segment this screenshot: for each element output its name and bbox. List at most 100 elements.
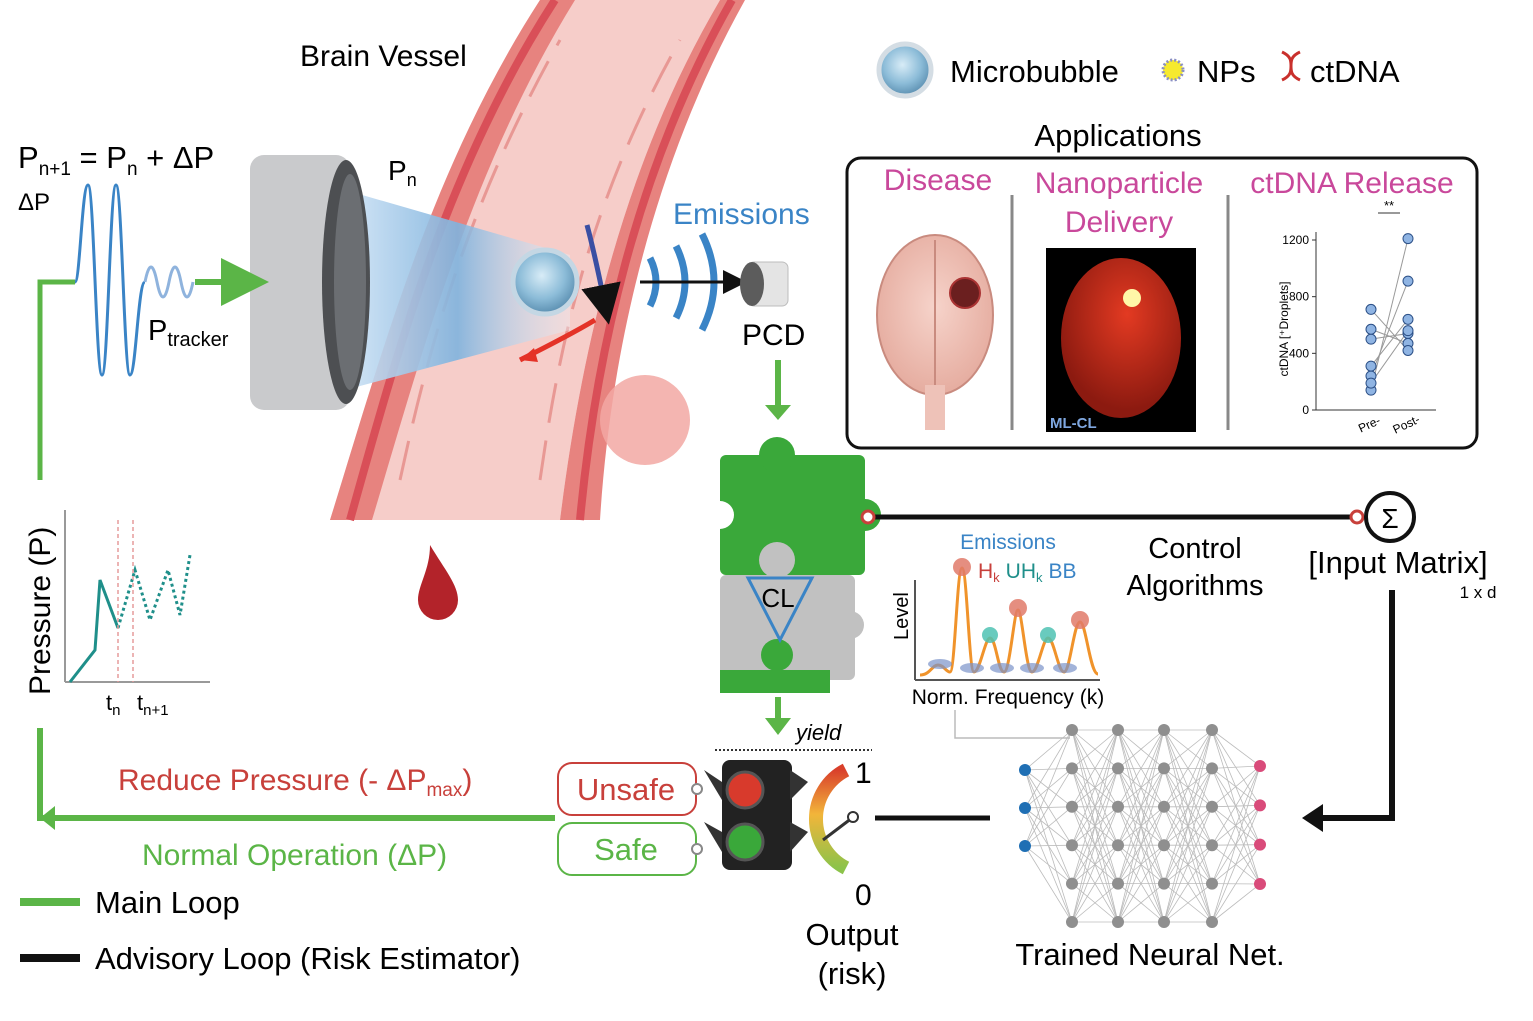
risk-one: 1 bbox=[855, 757, 872, 790]
pre-point bbox=[1365, 377, 1377, 389]
traffic-light bbox=[704, 693, 876, 870]
y-tick-label: 800 bbox=[1289, 290, 1309, 304]
legend-main-loop: Main Loop bbox=[95, 885, 240, 920]
ultrasound-transducer bbox=[250, 155, 570, 410]
post-point bbox=[1402, 325, 1414, 337]
mri-tag: ML-CL bbox=[1050, 415, 1097, 432]
spectrum-ylabel: Level bbox=[891, 592, 913, 640]
nn-hidden-node bbox=[1066, 800, 1078, 813]
nn-edge bbox=[1071, 844, 1119, 923]
nn-edge bbox=[1211, 765, 1261, 769]
np-delivery-line2: Delivery bbox=[1065, 206, 1173, 239]
nn-hidden-node bbox=[1112, 877, 1124, 890]
pair-line bbox=[1370, 328, 1409, 344]
nn-hidden-node bbox=[1206, 916, 1218, 928]
control-line2: Algorithms bbox=[1127, 570, 1264, 602]
cl-label: CL bbox=[761, 583, 794, 613]
post-point bbox=[1402, 233, 1414, 245]
pressure-axis-label: Pressure (P) bbox=[24, 527, 57, 695]
nn-edge bbox=[1163, 729, 1213, 884]
nn-hidden-node bbox=[1066, 877, 1078, 890]
blue-flow-arrow bbox=[581, 224, 621, 325]
y-tick-label: 400 bbox=[1289, 346, 1309, 360]
sigma-node bbox=[1364, 491, 1416, 543]
nn-edge bbox=[1024, 844, 1073, 847]
nn-edge bbox=[1071, 729, 1119, 769]
nn-hidden-node bbox=[1112, 800, 1124, 813]
nn-edge bbox=[1211, 768, 1261, 845]
emissions-label: Emissions bbox=[673, 198, 810, 231]
post-point bbox=[1402, 345, 1414, 356]
nn-output-node bbox=[1254, 799, 1266, 812]
y-tick-label: 1200 bbox=[1282, 233, 1309, 247]
nn-edge bbox=[1211, 765, 1261, 846]
reduce-pressure-label: Reduce Pressure (- ΔPmax) bbox=[118, 764, 472, 801]
nn-hidden-node bbox=[1206, 762, 1218, 775]
nn-edge bbox=[1211, 844, 1261, 923]
nn-input-node bbox=[1019, 802, 1031, 814]
nn-hidden-node bbox=[1066, 724, 1078, 736]
nn-edge bbox=[1211, 883, 1261, 923]
nn-hidden-node bbox=[1112, 724, 1124, 736]
nn-edge bbox=[1211, 729, 1261, 767]
nn-hidden-node bbox=[1206, 724, 1218, 736]
nn-hidden-node bbox=[1158, 916, 1170, 928]
input-matrix-dims: 1 x d bbox=[1460, 583, 1497, 602]
y-tick-label: 0 bbox=[1302, 403, 1309, 417]
risk-line2: (risk) bbox=[818, 956, 887, 991]
nn-hidden-node bbox=[1206, 877, 1218, 890]
normal-operation-label: Normal Operation (ΔP) bbox=[142, 839, 447, 872]
legend-microbubble: Microbubble bbox=[950, 54, 1119, 89]
nn-hidden-node bbox=[1066, 839, 1078, 852]
nn-edge bbox=[1117, 806, 1165, 923]
pre-point bbox=[1365, 323, 1377, 335]
nn-hidden-node bbox=[1112, 762, 1124, 775]
nn-edge bbox=[1071, 729, 1119, 846]
brain-illustration bbox=[876, 234, 994, 430]
post-point bbox=[1402, 275, 1414, 287]
pressure-time-plot bbox=[64, 510, 210, 683]
nn-edge bbox=[1024, 768, 1073, 847]
risk-zero: 0 bbox=[855, 879, 872, 912]
nn-edge bbox=[1024, 729, 1073, 771]
legend-ctdna-icon bbox=[1281, 50, 1301, 82]
nn-edge bbox=[1211, 806, 1261, 885]
nn-edge bbox=[1071, 883, 1119, 923]
nn-edge bbox=[1117, 883, 1165, 923]
nn-input-node bbox=[1019, 764, 1031, 776]
nn-hidden-node bbox=[1158, 877, 1170, 890]
nn-edge bbox=[1163, 729, 1213, 769]
tumor-cluster bbox=[600, 375, 690, 465]
input-matrix-label: [Input Matrix] bbox=[1308, 545, 1487, 580]
nn-edge bbox=[1071, 729, 1119, 884]
nn-edge bbox=[1024, 806, 1073, 847]
nn-edge bbox=[1163, 883, 1213, 923]
nn-edge bbox=[1163, 729, 1213, 846]
blood-drop-icon bbox=[418, 545, 458, 620]
unsafe-label: Unsafe bbox=[577, 772, 675, 807]
nn-edge bbox=[1163, 729, 1213, 923]
nn-edge bbox=[1024, 845, 1073, 923]
nn-hidden-node bbox=[1158, 762, 1170, 775]
control-line1: Control bbox=[1148, 533, 1242, 565]
nn-edge bbox=[1117, 729, 1165, 769]
nn-edge bbox=[1071, 729, 1119, 923]
legend-advisory-loop: Advisory Loop (Risk Estimator) bbox=[95, 941, 521, 976]
nn-hidden-node bbox=[1158, 724, 1170, 736]
y-axis-label: ctDNA [⁺Droplets] bbox=[1277, 281, 1291, 376]
nn-edge bbox=[1024, 845, 1073, 884]
nn-label: Trained Neural Net. bbox=[1015, 937, 1284, 972]
np-delivery-line1: Nanoparticle bbox=[1035, 167, 1203, 200]
microbubble bbox=[510, 247, 580, 317]
nn-hidden-node bbox=[1066, 916, 1078, 928]
ctdna-release-label: ctDNA Release bbox=[1250, 167, 1453, 200]
nn-hidden-node bbox=[1206, 800, 1218, 813]
legend-nps: NPs bbox=[1197, 54, 1256, 89]
tn-label: tn bbox=[106, 690, 120, 719]
legend-ctdna: ctDNA bbox=[1310, 54, 1400, 89]
risk-line1: Output bbox=[805, 917, 898, 952]
nn-hidden-node bbox=[1112, 916, 1124, 928]
